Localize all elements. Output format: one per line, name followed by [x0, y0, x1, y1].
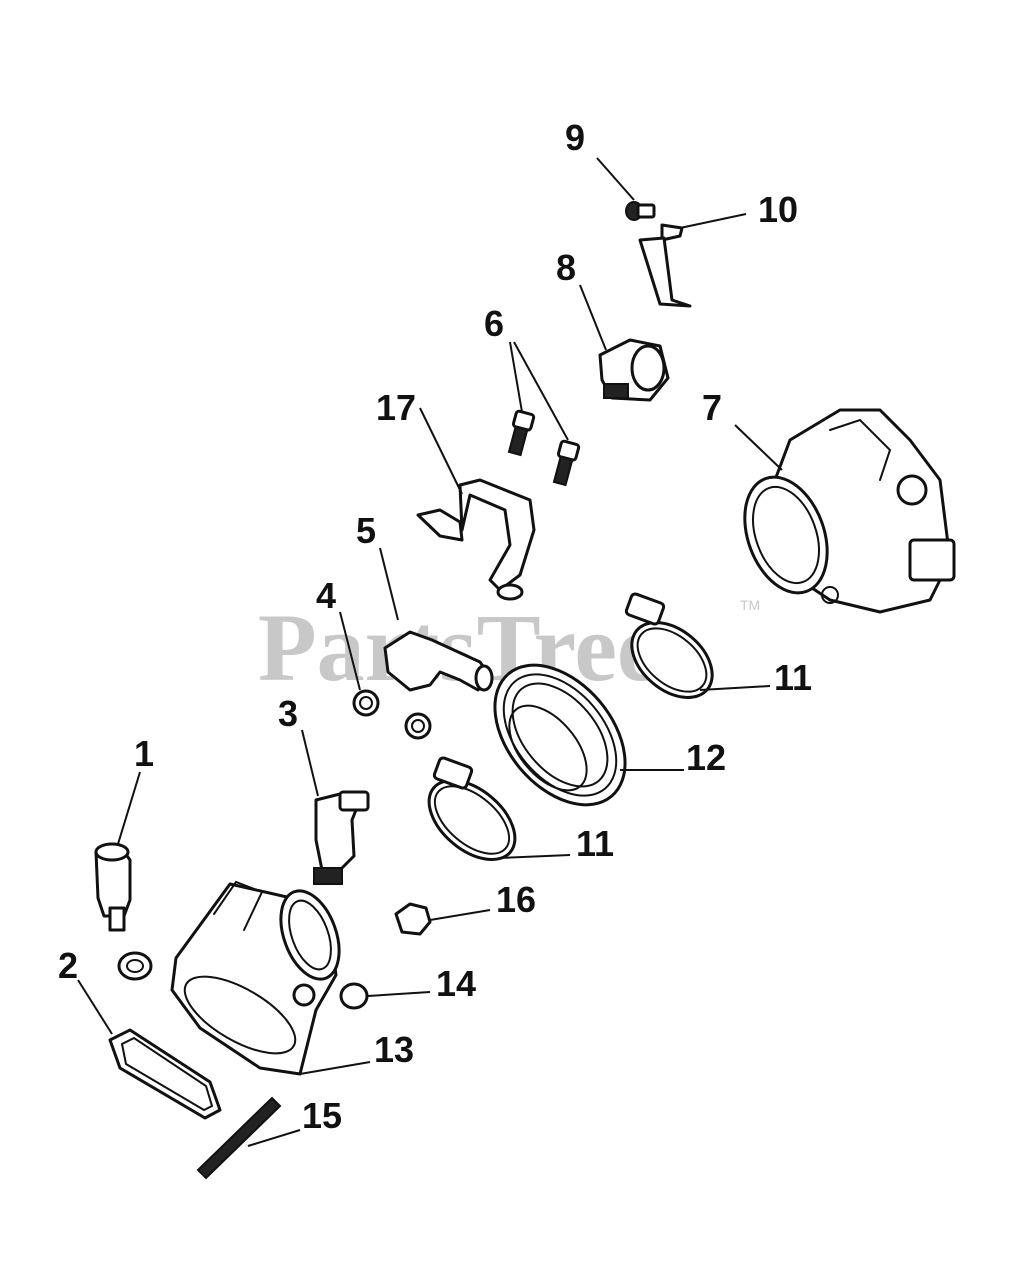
callout-14: 14 [436, 963, 476, 1004]
part-8-sensor [598, 338, 670, 402]
leader-15 [247, 1129, 301, 1147]
callout-1: 1 [134, 733, 154, 774]
watermark-text: PartsTree [258, 594, 660, 701]
part-12-coupler [493, 663, 627, 807]
part-2-gasket [108, 1028, 222, 1120]
callout-labels: 9 10 8 6 7 17 5 4 11 3 12 1 11 16 2 14 1… [58, 117, 812, 1136]
leader-2 [77, 979, 113, 1035]
callout-6: 6 [484, 303, 504, 344]
callout-2: 2 [58, 945, 78, 986]
part-11-clamp-upper [624, 592, 714, 699]
leader-6 [509, 341, 569, 441]
callout-5: 5 [356, 510, 376, 551]
part-3-injector [313, 790, 370, 885]
part-14-cap [339, 982, 369, 1010]
watermark-trademark: TM [740, 597, 760, 613]
leader-3 [301, 729, 319, 797]
leader-11-lower [499, 854, 571, 859]
part-13-manifold [170, 880, 341, 1076]
part-16-nut [394, 902, 432, 936]
callout-10: 10 [758, 189, 798, 230]
part-17-bracket [416, 478, 536, 601]
callout-4: 4 [316, 575, 336, 616]
callout-13: 13 [374, 1029, 414, 1070]
part-6-bolts [507, 409, 581, 487]
leader-11-upper [699, 685, 771, 691]
callout-12: 12 [686, 737, 726, 778]
leader-8 [579, 284, 607, 351]
leader-13 [299, 1061, 371, 1075]
leader-1 [117, 771, 141, 845]
part-15-stud [196, 1096, 282, 1180]
part-11-clamp-lower [427, 756, 517, 862]
leader-16 [429, 909, 491, 921]
callout-11-lower: 11 [576, 823, 614, 864]
leader-7 [734, 424, 783, 471]
part-7-throttle-body [743, 408, 956, 614]
leader-lines [77, 157, 783, 1147]
part-1-sensor [94, 842, 132, 932]
leader-17 [419, 407, 463, 495]
leader-10 [679, 213, 747, 229]
part-1-washer [117, 951, 153, 981]
callout-7: 7 [702, 387, 722, 428]
callout-16: 16 [496, 879, 536, 920]
leader-4 [339, 611, 361, 691]
callout-3: 3 [278, 693, 298, 734]
callout-9: 9 [565, 117, 585, 158]
callout-17: 17 [376, 387, 416, 428]
leader-5 [379, 547, 399, 621]
leader-14 [367, 991, 431, 997]
part-5-fitting [383, 630, 494, 692]
part-9-screw [625, 201, 656, 221]
callout-8: 8 [556, 247, 576, 288]
part-4-o-rings [352, 689, 432, 740]
part-10-bracket [638, 223, 692, 308]
callout-11-upper: 11 [774, 657, 812, 698]
leader-9 [596, 157, 635, 201]
callout-15: 15 [302, 1095, 342, 1136]
